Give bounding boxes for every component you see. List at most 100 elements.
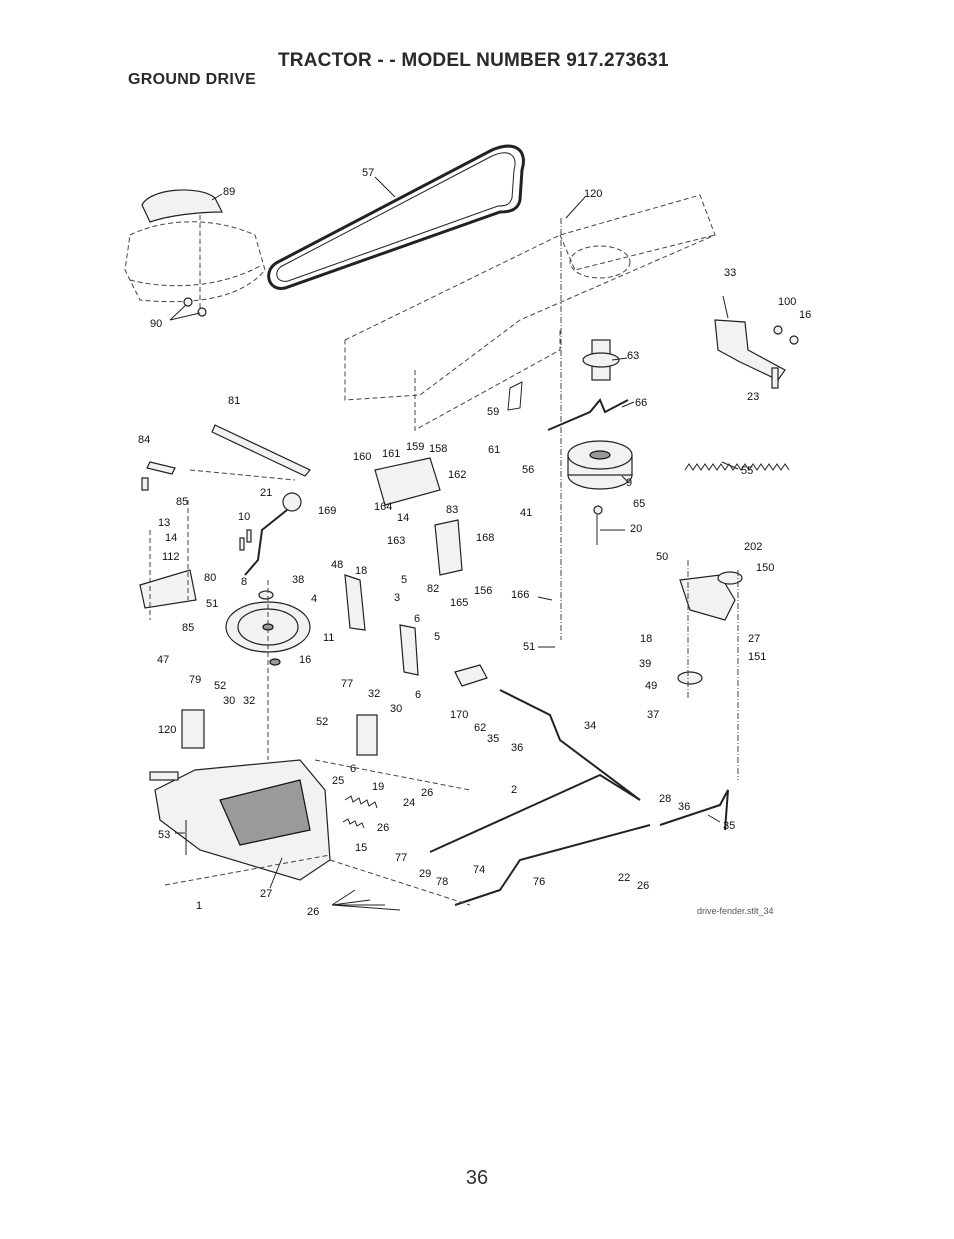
part-callout: 202: [744, 541, 762, 553]
part-callout: 18: [355, 565, 367, 577]
part-callout: 21: [260, 487, 272, 499]
part-callout: 77: [341, 678, 353, 690]
part-callout: 14: [397, 512, 409, 524]
part-callout: 168: [476, 532, 494, 544]
part-callout: 76: [533, 876, 545, 888]
part-callouts: 57 120 89 90 33 100 16 63 23 66 59 61 56…: [138, 167, 811, 918]
part-callout: 9: [626, 477, 632, 489]
part-callout: 19: [372, 781, 384, 793]
part-callout: 56: [522, 464, 534, 476]
part-callout: 89: [223, 186, 235, 198]
part-callout: 112: [162, 551, 180, 563]
part-callout: 22: [618, 872, 630, 884]
part-callout: 10: [238, 511, 250, 523]
part-callout: 81: [228, 395, 240, 407]
part-callout: 162: [448, 469, 466, 481]
part-callout: 15: [355, 842, 367, 854]
part-callout: 25: [332, 775, 344, 787]
part-callout: 160: [353, 451, 371, 463]
section-title: GROUND DRIVE: [128, 71, 257, 88]
part-callout: 52: [214, 680, 226, 692]
part-callout: 85: [182, 622, 194, 634]
part-callout: 63: [627, 350, 639, 362]
part-callout: 77: [395, 852, 407, 864]
part-callout: 30: [390, 703, 402, 715]
part-callout: 8: [241, 576, 247, 588]
part-callout: 79: [189, 674, 201, 686]
part-callout: 61: [488, 444, 500, 456]
part-callout: 35: [723, 820, 735, 832]
part-callout: 18: [640, 633, 652, 645]
part-callout: 55: [741, 465, 753, 477]
part-callout: 100: [778, 296, 796, 308]
part-callout: 3: [394, 592, 400, 604]
page-title: TRACTOR - - MODEL NUMBER 917.273631: [278, 50, 669, 71]
part-callout: 166: [511, 589, 529, 601]
part-callout: 36: [678, 801, 690, 813]
part-callout: 11: [323, 632, 334, 644]
part-callout: 120: [584, 188, 602, 200]
part-callout: 120: [158, 724, 176, 736]
part-callout: 29: [419, 868, 431, 880]
part-callout: 150: [756, 562, 774, 574]
part-callout: 36: [511, 742, 523, 754]
part-callout: 27: [260, 888, 272, 900]
part-callout: 6: [414, 613, 420, 625]
part-callout: 33: [724, 267, 736, 279]
part-callout: 169: [318, 505, 336, 517]
part-callout: 5: [401, 574, 407, 586]
part-callout: 27: [748, 633, 760, 645]
part-callout: 158: [429, 443, 447, 455]
part-callout: 48: [331, 559, 343, 571]
part-callout: 41: [520, 507, 532, 519]
part-callout: 151: [748, 651, 766, 663]
part-callout: 83: [446, 504, 458, 516]
part-callout: 85: [176, 496, 188, 508]
part-callout: 1: [196, 900, 202, 912]
part-callout: 23: [747, 391, 759, 403]
part-callout: 38: [292, 574, 304, 586]
part-callout: 13: [158, 517, 170, 529]
part-callout: 4: [311, 593, 317, 605]
part-callout: 163: [387, 535, 405, 547]
part-callout: 26: [307, 906, 319, 918]
part-callout: 159: [406, 441, 424, 453]
part-callout: 37: [647, 709, 659, 721]
part-callout: 51: [206, 598, 218, 610]
part-callout: 74: [473, 864, 485, 876]
part-callout: 20: [630, 523, 642, 535]
part-callout: 6: [350, 763, 356, 775]
part-callout: 51: [523, 641, 535, 653]
part-callout: 32: [368, 688, 380, 700]
part-callout: 2: [511, 784, 517, 796]
diagram-filename: drive-fender.stlt_34: [697, 906, 774, 916]
part-callout: 90: [150, 318, 162, 330]
page-number: 36: [465, 1167, 489, 1189]
part-callout: 6: [415, 689, 421, 701]
part-callout: 164: [374, 501, 392, 513]
part-callout: 165: [450, 597, 468, 609]
part-callout: 47: [157, 654, 169, 666]
diagram-artwork: [124, 144, 799, 911]
part-callout: 50: [656, 551, 668, 563]
part-callout: 30: [223, 695, 235, 707]
part-callout: 62: [474, 722, 486, 734]
part-callout: 59: [487, 406, 499, 418]
part-callout: 35: [487, 733, 499, 745]
part-callout: 52: [316, 716, 328, 728]
part-callout: 28: [659, 793, 671, 805]
part-callout: 170: [450, 709, 468, 721]
part-callout: 84: [138, 434, 150, 446]
part-callout: 49: [645, 680, 657, 692]
part-callout: 16: [299, 654, 311, 666]
part-callout: 16: [799, 309, 811, 321]
part-callout: 34: [584, 720, 596, 732]
part-callout: 14: [165, 532, 177, 544]
part-callout: 32: [243, 695, 255, 707]
part-callout: 80: [204, 572, 216, 584]
part-callout: 65: [633, 498, 645, 510]
part-callout: 26: [637, 880, 649, 892]
part-callout: 24: [403, 797, 415, 809]
part-callout: 53: [158, 829, 170, 841]
